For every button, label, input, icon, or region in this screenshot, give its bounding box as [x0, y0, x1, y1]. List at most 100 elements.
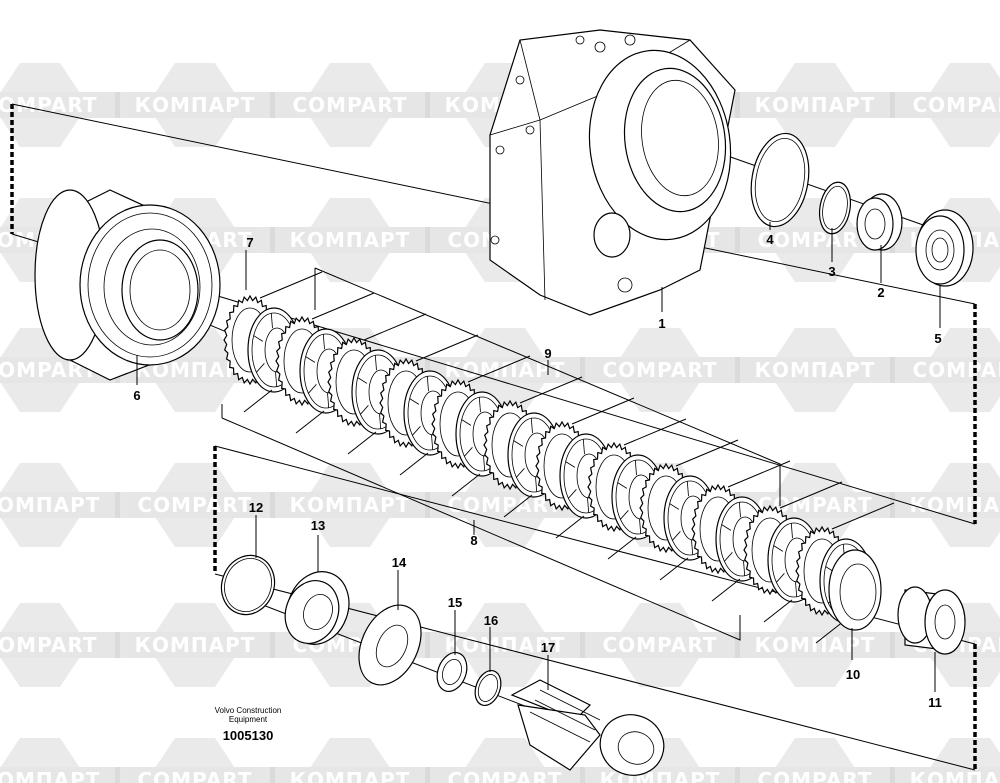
- watermark-tile: КОМПАРТ: [115, 63, 275, 147]
- group-9-leader: [571, 397, 635, 425]
- group-9-leader: [831, 502, 895, 530]
- group-9-leader: [259, 271, 323, 299]
- watermark-text: COMPART: [137, 768, 252, 783]
- callout-labels: 1 2 3 4 5 6 7 8 9 10 11 12 13 14 15 16 1…: [133, 232, 941, 710]
- watermark-tile: COMPART: [890, 63, 1000, 147]
- watermark-text: КОМПАРТ: [910, 768, 1000, 783]
- watermark-tile: КОМПАРТ: [890, 463, 1000, 547]
- part-splined-shaft: [510, 679, 665, 776]
- part-circlip: [474, 669, 502, 707]
- part-snap-ring-small: [818, 181, 852, 235]
- group-8-leader: [451, 473, 481, 497]
- watermark-tile: КОМПАРТ: [735, 603, 895, 687]
- callout-8: 8: [470, 533, 477, 548]
- drawing-number: 1005130: [223, 728, 274, 743]
- group-9-leader: [675, 439, 739, 467]
- callout-2: 2: [877, 285, 884, 300]
- callout-9: 9: [544, 346, 551, 361]
- callout-7: 7: [246, 235, 253, 250]
- watermark-tile: COMPART: [425, 738, 585, 783]
- watermark-text: КОМПАРТ: [290, 228, 411, 252]
- leader-lines: [136, 222, 941, 692]
- watermark-text: COMPART: [912, 93, 1000, 117]
- callout-4: 4: [766, 232, 774, 247]
- watermark-tile: КОМПАРТ: [425, 603, 585, 687]
- group-8-leader: [503, 494, 533, 518]
- group-8-leader: [243, 389, 273, 413]
- watermark-tile: КОМПАРТ: [270, 198, 430, 282]
- watermark-text: COMPART: [912, 358, 1000, 382]
- caption-manufacturer-line2: Equipment: [229, 715, 268, 724]
- watermark-text: КОМПАРТ: [445, 633, 566, 657]
- watermark-tile: COMPART: [0, 603, 120, 687]
- group-9-leader: [623, 418, 687, 446]
- group-9-leader: [415, 334, 479, 362]
- group-9-leader: [363, 313, 427, 341]
- caption-manufacturer-line1: Volvo Construction: [215, 706, 282, 715]
- group-9-leader: [519, 376, 583, 404]
- group-9-leader: [467, 355, 531, 383]
- watermark-tile: КОМПАРТ: [270, 738, 430, 783]
- watermark-text: КОМПАРТ: [0, 768, 100, 783]
- watermark-text: КОМПАРТ: [755, 358, 876, 382]
- watermark-text: COMPART: [447, 768, 562, 783]
- part-washer-toothed: [828, 549, 882, 631]
- group-brackets: [10, 104, 977, 770]
- group-9-leader: [311, 292, 375, 320]
- callout-10: 10: [846, 667, 860, 682]
- callout-14: 14: [392, 555, 407, 570]
- group-8-leader: [555, 515, 585, 539]
- watermark-text: COMPART: [447, 493, 562, 517]
- part-thrust-washer: [358, 604, 422, 686]
- watermark-text: КОМПАРТ: [135, 93, 256, 117]
- watermark-text: COMPART: [602, 358, 717, 382]
- watermark-tile: КОМПАРТ: [890, 738, 1000, 783]
- callout-15: 15: [448, 595, 462, 610]
- clutch-pack-brackets: [221, 267, 781, 641]
- watermark-text: КОМПАРТ: [290, 768, 411, 783]
- callout-6: 6: [133, 388, 140, 403]
- part-ring-gear-drum: [34, 189, 221, 381]
- part-seal-flange: [915, 209, 974, 287]
- group-8-leader: [815, 620, 845, 644]
- callout-1: 1: [658, 316, 665, 331]
- watermark-tile: COMPART: [580, 603, 740, 687]
- callout-11: 11: [928, 695, 942, 710]
- watermark-text: COMPART: [292, 93, 407, 117]
- group-8-leader: [607, 536, 637, 560]
- watermark-text: COMPART: [757, 768, 872, 783]
- watermark-text: КОМПАРТ: [290, 493, 411, 517]
- group-8-leader: [295, 410, 325, 434]
- watermark-text: КОМПАРТ: [910, 493, 1000, 517]
- group-8-leader: [711, 578, 741, 602]
- watermark-tile: КОМПАРТ: [735, 328, 895, 412]
- group-8-leader: [347, 431, 377, 455]
- watermark-tile: COMPART: [115, 738, 275, 783]
- watermark-text: КОМПАРТ: [135, 633, 256, 657]
- watermark-tile: COMPART: [580, 328, 740, 412]
- group-8-leader: [399, 452, 429, 476]
- part-spacer: [436, 652, 468, 692]
- part-sun-gear: [897, 586, 966, 655]
- watermark-tile: КОМПАРТ: [0, 463, 120, 547]
- part-o-ring: [220, 554, 276, 616]
- drawing-caption: Volvo Construction Equipment 1005130: [215, 706, 282, 743]
- group-8-leader: [659, 557, 689, 581]
- callout-5: 5: [934, 331, 941, 346]
- group-9-leader: [727, 460, 791, 488]
- part-cover-plate: [284, 571, 350, 645]
- callout-3: 3: [828, 264, 835, 279]
- part-snap-ring-large: [750, 132, 810, 228]
- watermark-text: КОМПАРТ: [755, 633, 876, 657]
- watermark-text: COMPART: [757, 228, 872, 252]
- callout-17: 17: [541, 640, 555, 655]
- callout-12: 12: [249, 500, 263, 515]
- watermark-tile: COMPART: [890, 328, 1000, 412]
- watermark-tile: COMPART: [270, 63, 430, 147]
- callout-13: 13: [311, 518, 325, 533]
- callout-16: 16: [484, 613, 498, 628]
- watermark-tile: КОМПАРТ: [0, 738, 120, 783]
- watermark-tile: COMPART: [735, 738, 895, 783]
